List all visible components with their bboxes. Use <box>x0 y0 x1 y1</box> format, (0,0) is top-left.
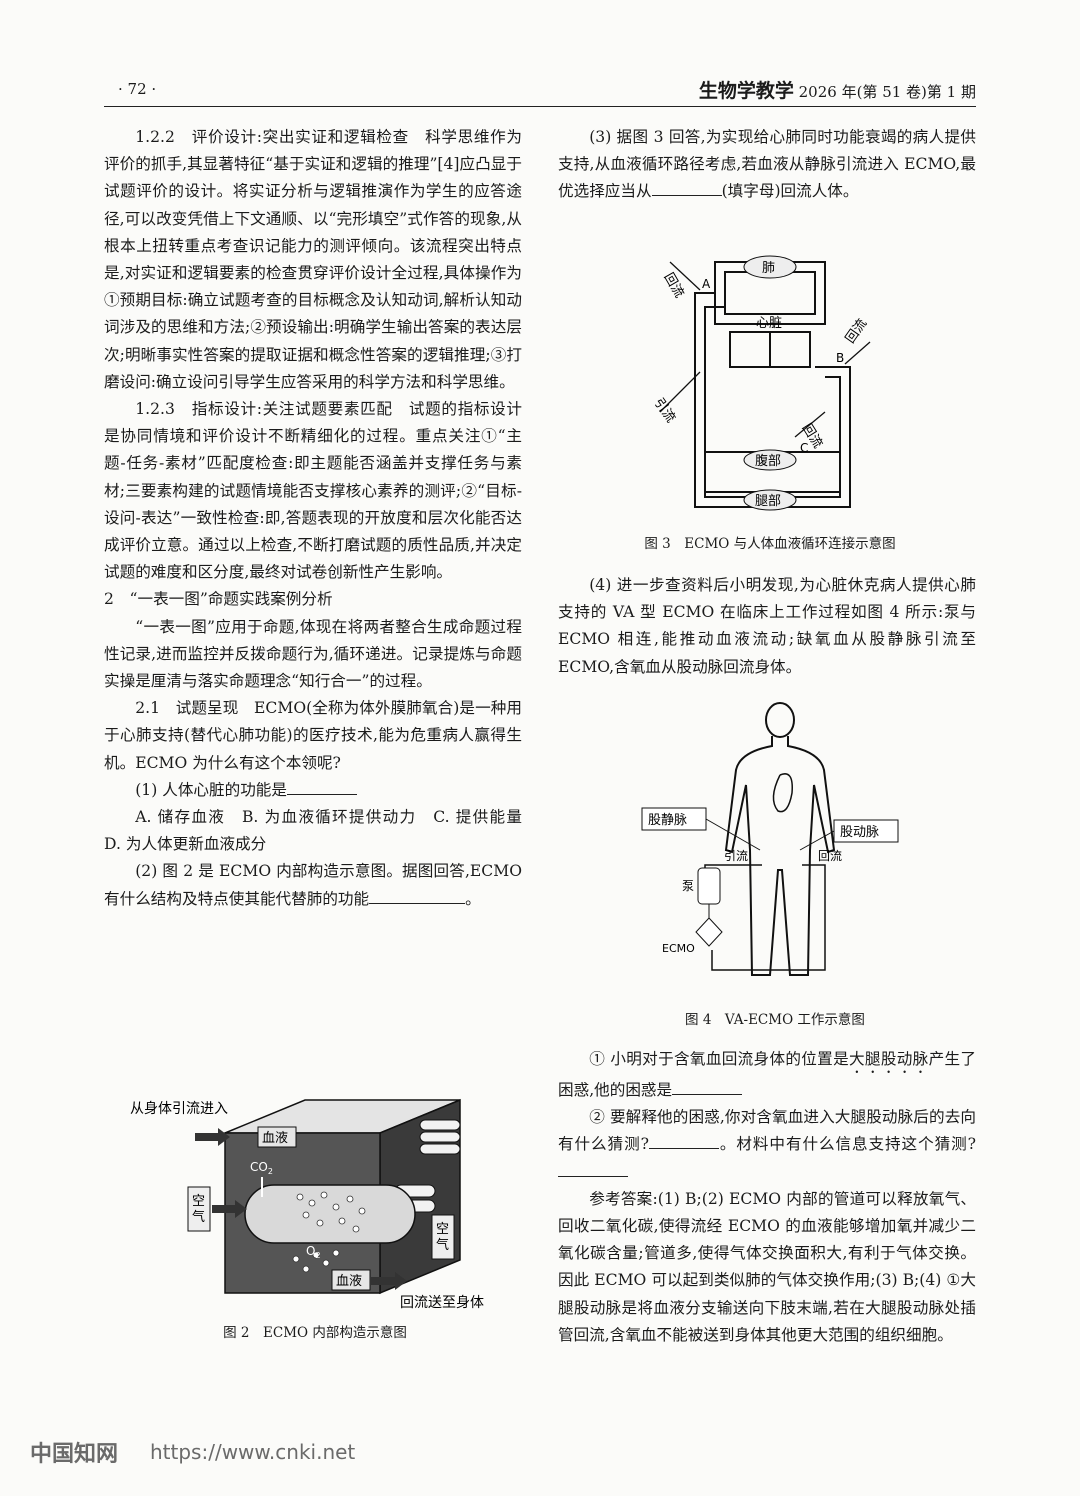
figure-2: 从身体引流进入 回流送至身体 血液 血液 CO2 <box>110 1085 520 1341</box>
section-2-intro: “一表一图”应用于命题,体现在将两者整合生成命题过程性记录,进而监控并反拨命题行… <box>104 617 522 691</box>
question-3: (3) 据图 3 回答,为实现给心肺同时功能衰竭的病人提供支持,从血液循环路径考… <box>558 128 976 201</box>
fig2-air-out: 空气 <box>436 1222 449 1253</box>
fig2-blood-out: 血液 <box>336 1274 362 1289</box>
section-1-2-2: 1.2.2 评价设计:突出实证和逻辑检查 科学思维作为评价的抓手,其显著特征“基… <box>104 128 522 391</box>
fig2-o2: O2 <box>306 1244 321 1260</box>
fig2-in-label: 从身体引流进入 <box>130 1101 228 1117</box>
fig3-point-c: C <box>800 441 808 455</box>
human-body <box>724 702 836 976</box>
answer-blank <box>651 181 722 197</box>
figure-3: 肺 心脏 腹部 腿部 A B C 回流 回流 引流 回流 图 3 ECMO 与人… <box>640 252 900 552</box>
fig3-lung: 肺 <box>762 261 775 276</box>
figure-3-caption: 图 3 ECMO 与人体血液循环连接示意图 <box>644 536 896 552</box>
question-1: (1) 人体心脏的功能是 <box>104 777 522 804</box>
fig4-artery: 股动脉 <box>840 825 879 840</box>
question-2: (2) 图 2 是 ECMO 内部构造示意图。据图回答,ECMO 有什么结构及特… <box>104 862 522 908</box>
right-column-mid: (4) 进一步查资料后小明发现,为心脏休克病人提供心肺支持的 VA 型 ECMO… <box>558 572 976 681</box>
cnki-url[interactable]: https://www.cnki.net <box>150 1440 356 1464</box>
right-column-bottom: ① 小明对于含氧血回流身体的位置是大腿股动脉产生了困惑,他的困惑是 ② 要解释他… <box>558 1046 976 1349</box>
section-2-heading: 2 “一表一图”命题实践案例分析 <box>104 590 333 609</box>
fig3-heart: 心脏 <box>756 316 782 331</box>
fig2-blood-in: 血液 <box>262 1131 288 1146</box>
fig3-leg: 腿部 <box>755 494 781 509</box>
answer-blank <box>369 889 430 904</box>
header-rule <box>104 106 976 107</box>
answer-blank <box>648 1134 719 1150</box>
answer-blank <box>672 1080 743 1095</box>
reference-answer: 参考答案:(1) B;(2) ECMO 内部的管道可以释放氧气、回收二氧化碳,使… <box>558 1189 976 1344</box>
fig3-return-a: 回流 <box>661 271 687 301</box>
fig3-abdomen: 腹部 <box>755 453 781 469</box>
question-4: (4) 进一步查资料后小明发现,为心脏休克病人提供心肺支持的 VA 型 ECMO… <box>558 576 976 676</box>
journal-name: 生物学教学 <box>698 80 794 102</box>
figure-4-caption: 图 4 VA-ECMO 工作示意图 <box>685 1012 865 1028</box>
journal-issue: 2026 年(第 51 卷)第 1 期 <box>798 83 976 101</box>
right-column-top: (3) 据图 3 回答,为实现给心肺同时功能衰竭的病人提供支持,从血液循环路径考… <box>558 124 976 206</box>
sub-question-2: ② 要解释他的困惑,你对含氧血进入大腿股动脉后的去向有什么猜测?。材料中有什么信… <box>558 1104 976 1186</box>
fig4-ecmo: ECMO <box>662 942 695 955</box>
fig2-air-in: 空气 <box>192 1194 205 1225</box>
fig3-return-b: 回流 <box>843 316 870 346</box>
answer-blank <box>286 780 357 795</box>
fig4-vein: 股静脉 <box>648 813 687 828</box>
answer-blank <box>429 889 466 904</box>
fig4-drain: 引流 <box>724 849 748 863</box>
cnki-brand: 中国知网 <box>30 1442 119 1467</box>
fig3-point-b: B <box>836 351 844 365</box>
sub-question-1: ① 小明对于含氧血回流身体的位置是大腿股动脉产生了困惑,他的困惑是 <box>558 1050 976 1099</box>
figure-4: 股静脉 股动脉 引流 回流 泵 ECMO 图 4 VA-ECMO 工作示意图 <box>640 700 910 1030</box>
fig4-return: 回流 <box>818 849 842 863</box>
left-column: 1.2.2 评价设计:突出实证和逻辑检查 科学思维作为评价的抓手,其显著特征“基… <box>104 124 538 913</box>
figure-2-caption: 图 2 ECMO 内部构造示意图 <box>223 1325 407 1341</box>
fig2-out-label: 回流送至身体 <box>400 1295 484 1311</box>
answer-blank <box>558 1162 628 1177</box>
section-1-2-3: 1.2.3 指标设计:关注试题要素匹配 试题的指标设计是协同情境和评价设计不断精… <box>104 400 522 582</box>
journal-header: 生物学教学 2026 年(第 51 卷)第 1 期 <box>699 76 976 103</box>
emphasis-text: 大腿股动脉 <box>849 1050 929 1068</box>
membrane-tube <box>244 1184 416 1244</box>
fig2-co2: CO2 <box>250 1160 273 1176</box>
section-2-1: 2.1 试题呈现 ECMO(全称为体外膜肺氧合)是一种用于心肺支持(替代心肺功能… <box>104 699 522 772</box>
fig3-point-a: A <box>702 277 711 291</box>
page-number: · 72 · <box>118 80 157 98</box>
fig3-drain: 引流 <box>651 396 678 426</box>
question-1-options: A. 储存血液 B. 为血液循环提供动力 C. 提供能量 D. 为人体更新血液成… <box>104 808 538 854</box>
fig4-pump: 泵 <box>682 879 694 893</box>
